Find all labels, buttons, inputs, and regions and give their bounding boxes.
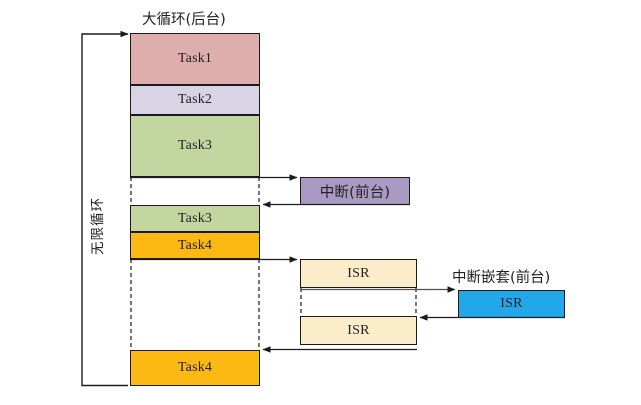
- task2-block: Task2: [130, 85, 260, 115]
- task1-block: Task1: [130, 33, 260, 85]
- task4-label-first: Task4: [177, 237, 213, 253]
- dashed-guide-isr: [300, 288, 417, 316]
- isr-label-nested: ISR: [500, 296, 523, 311]
- task4-block-first: Task4: [130, 232, 260, 259]
- task3-label-first: Task3: [177, 138, 213, 153]
- task3-label-second: Task3: [177, 210, 213, 226]
- interrupt-box: 中断(前台): [300, 177, 410, 205]
- isr-box-nested: ISR: [458, 290, 565, 318]
- task3-block-second: Task3: [130, 205, 260, 232]
- main-loop-title: 大循环(后台): [142, 12, 226, 28]
- task3-block-first: Task3: [130, 115, 260, 177]
- isr-label-upper: ISR: [347, 265, 370, 281]
- nested-interrupt-title: 中断嵌套(前台): [452, 270, 551, 286]
- isr-label-lower: ISR: [347, 322, 370, 338]
- infinite-loop-label: 无限循环: [90, 197, 106, 255]
- interrupt-box-label: 中断(前台): [319, 184, 391, 201]
- isr-box-upper: ISR: [300, 259, 417, 288]
- task4-block-final: Task4: [130, 350, 260, 386]
- isr-box-lower: ISR: [300, 316, 417, 345]
- task2-label: Task2: [177, 92, 213, 107]
- task1-label: Task1: [177, 51, 213, 66]
- task4-label-final: Task4: [177, 360, 213, 375]
